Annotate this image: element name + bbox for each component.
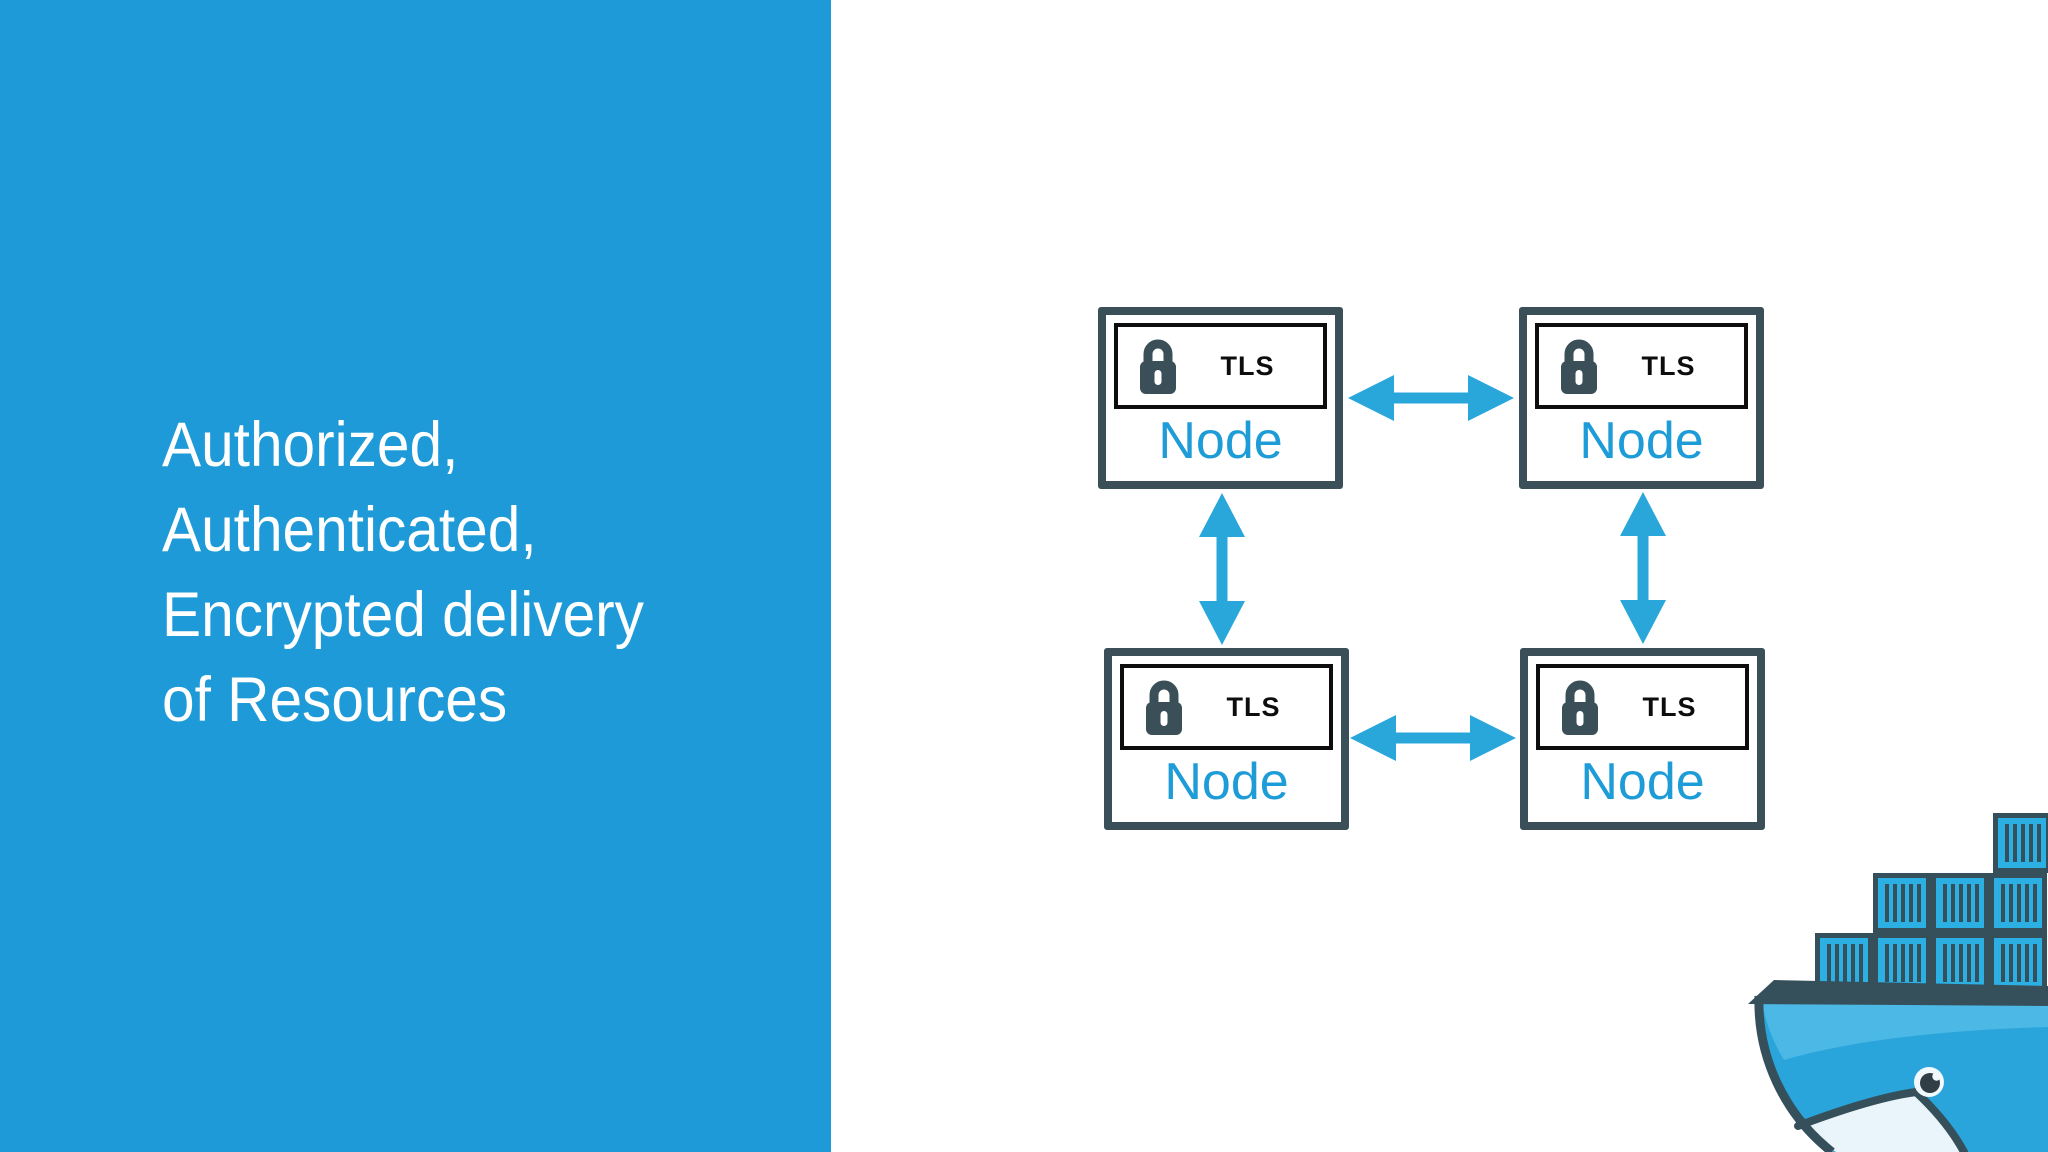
double-arrow-icon-left (1199, 493, 1245, 645)
tls-badge: TLS (1120, 664, 1333, 750)
node-label: Node (1580, 753, 1705, 811)
node-label: Node (1158, 412, 1283, 470)
title-line-2: Authenticated, (162, 495, 537, 565)
lock-icon (1140, 339, 1176, 394)
node-box-bottom-right: TLS Node (1520, 648, 1765, 830)
tls-label: TLS (1641, 350, 1696, 381)
tls-label: TLS (1220, 350, 1275, 381)
title-panel: Authorized, Authenticated, Encrypted del… (0, 0, 831, 1152)
double-arrow-icon-right (1620, 492, 1666, 644)
slide-title: Authorized, Authenticated, Encrypted del… (162, 403, 644, 743)
tls-label: TLS (1226, 691, 1281, 722)
title-line-1: Authorized, (162, 410, 459, 480)
tls-badge: TLS (1114, 323, 1327, 409)
title-line-3: Encrypted delivery (162, 580, 644, 650)
node-box-top-right: TLS Node (1519, 307, 1764, 489)
node-box-top-left: TLS Node (1098, 307, 1343, 489)
title-line-4: of Resources (162, 665, 508, 735)
double-arrow-icon-top (1348, 375, 1514, 421)
double-arrow-icon-bottom (1350, 715, 1516, 761)
lock-icon (1562, 680, 1598, 735)
node-label: Node (1579, 412, 1704, 470)
tls-badge: TLS (1535, 323, 1748, 409)
docker-whale-logo (1748, 813, 2048, 1152)
tls-label: TLS (1642, 691, 1697, 722)
node-box-bottom-left: TLS Node (1104, 648, 1349, 830)
tls-badge: TLS (1536, 664, 1749, 750)
node-label: Node (1164, 753, 1289, 811)
lock-icon (1146, 680, 1182, 735)
lock-icon (1561, 339, 1597, 394)
